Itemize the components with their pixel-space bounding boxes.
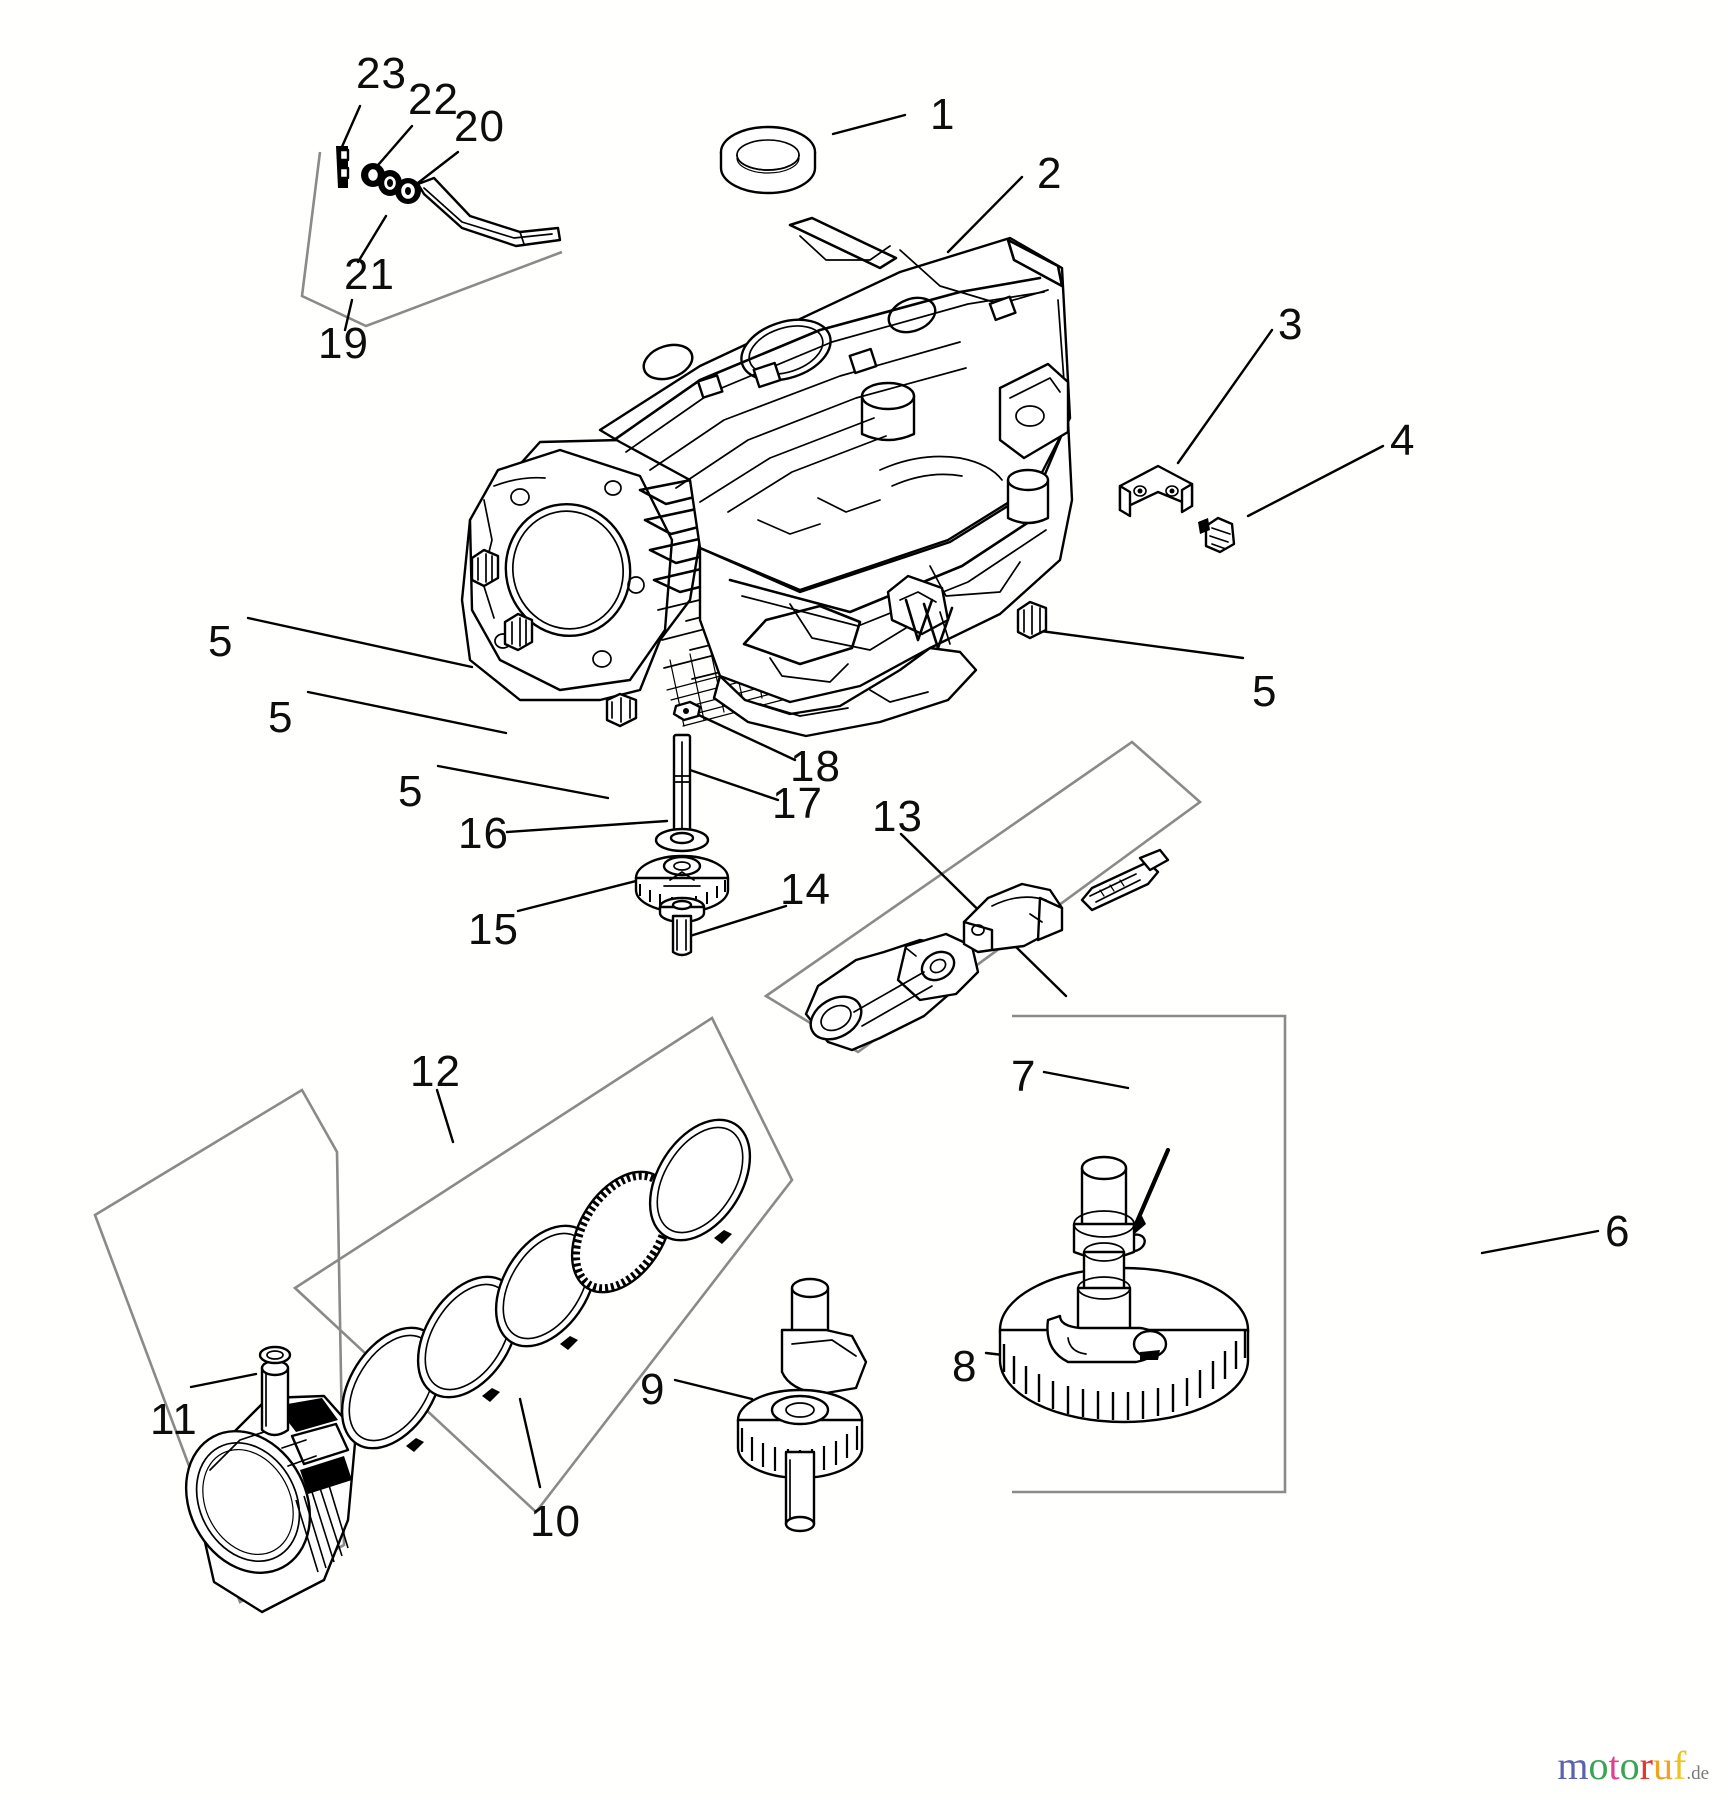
part-5-bearing-nuts (470, 548, 1048, 728)
bearing-nut-d (1016, 600, 1048, 640)
wm-letter-r: r (1639, 1743, 1653, 1788)
bearing-nut-c (605, 692, 638, 728)
connecting-rod-cap (962, 882, 1064, 954)
wm-letter-t: t (1608, 1743, 1620, 1788)
piston-ring-5 (648, 1118, 752, 1244)
piston-ring-4-oil-ring (570, 1170, 674, 1294)
wm-letter-o1: o (1588, 1743, 1609, 1788)
part-3-angle-bracket (1118, 464, 1194, 518)
part-6-camshaft-assembly (998, 1155, 1250, 1424)
part-2-crankcase-housing (460, 216, 1074, 738)
callout-23: 23 (356, 49, 407, 98)
part-23-clip-spring (336, 146, 350, 188)
callout-3: 3 (1278, 300, 1304, 349)
wm-letter-f: f (1672, 1743, 1687, 1788)
callout-14: 14 (780, 865, 831, 914)
wm-letter-o2: o (1619, 1743, 1640, 1788)
callout-12: 12 (410, 1047, 461, 1096)
callout-5-c: 5 (398, 767, 424, 816)
connecting-rod (804, 932, 980, 1052)
callout-7: 7 (1011, 1052, 1037, 1101)
wm-suffix-de: .de (1686, 1763, 1709, 1784)
bearing-nut-a (470, 548, 500, 588)
callout-21: 21 (344, 250, 395, 299)
callout-1: 1 (930, 90, 956, 139)
callout-11: 11 (150, 1395, 198, 1444)
part-14-flange-screw (658, 896, 706, 957)
callout-5-b: 5 (268, 693, 294, 742)
part-9-crankshaft-gear (736, 1277, 868, 1533)
part-21b-washer (378, 170, 402, 196)
part-19-23-governor-arm-group (336, 146, 562, 248)
part-18-governor-clip (672, 700, 702, 722)
callout-2: 2 (1037, 149, 1063, 198)
piston-ring-2 (416, 1275, 520, 1402)
callout-20: 20 (454, 102, 505, 151)
callout-17: 17 (772, 779, 823, 828)
part-12-piston (184, 1394, 358, 1614)
callout-9: 9 (640, 1365, 666, 1414)
callout-19: 19 (318, 319, 369, 368)
part-16-governor-washer (654, 827, 710, 853)
callout-5-d: 5 (1252, 667, 1278, 716)
connecting-rod-bolt (1080, 848, 1170, 912)
callout-8: 8 (952, 1342, 978, 1391)
motoruf-watermark: motoruf.de (1557, 1746, 1709, 1786)
leader-lines (189, 104, 1600, 1489)
wm-letter-m: m (1557, 1743, 1589, 1788)
part-10-piston-ring-set (340, 1118, 752, 1452)
callout-16: 16 (458, 809, 509, 858)
callout-4: 4 (1390, 416, 1416, 465)
part-20-governor-lever (416, 176, 562, 248)
callout-15: 15 (468, 905, 519, 954)
callout-10: 10 (530, 1497, 581, 1546)
part-17-governor-shaft (672, 733, 692, 837)
part-11-piston-pin (258, 1345, 292, 1437)
callout-6: 6 (1605, 1207, 1631, 1256)
part-1-oil-seal (719, 125, 817, 195)
callout-22: 22 (408, 75, 459, 124)
bearing-nut-b (503, 612, 534, 652)
part-13-connecting-rod-group (804, 848, 1170, 1052)
callout-18: 18 (790, 742, 841, 791)
callout-13: 13 (872, 792, 923, 841)
part-4-plug-bolt (1198, 516, 1236, 554)
callout-5-a: 5 (208, 617, 234, 666)
wm-letter-u: u (1652, 1743, 1673, 1788)
